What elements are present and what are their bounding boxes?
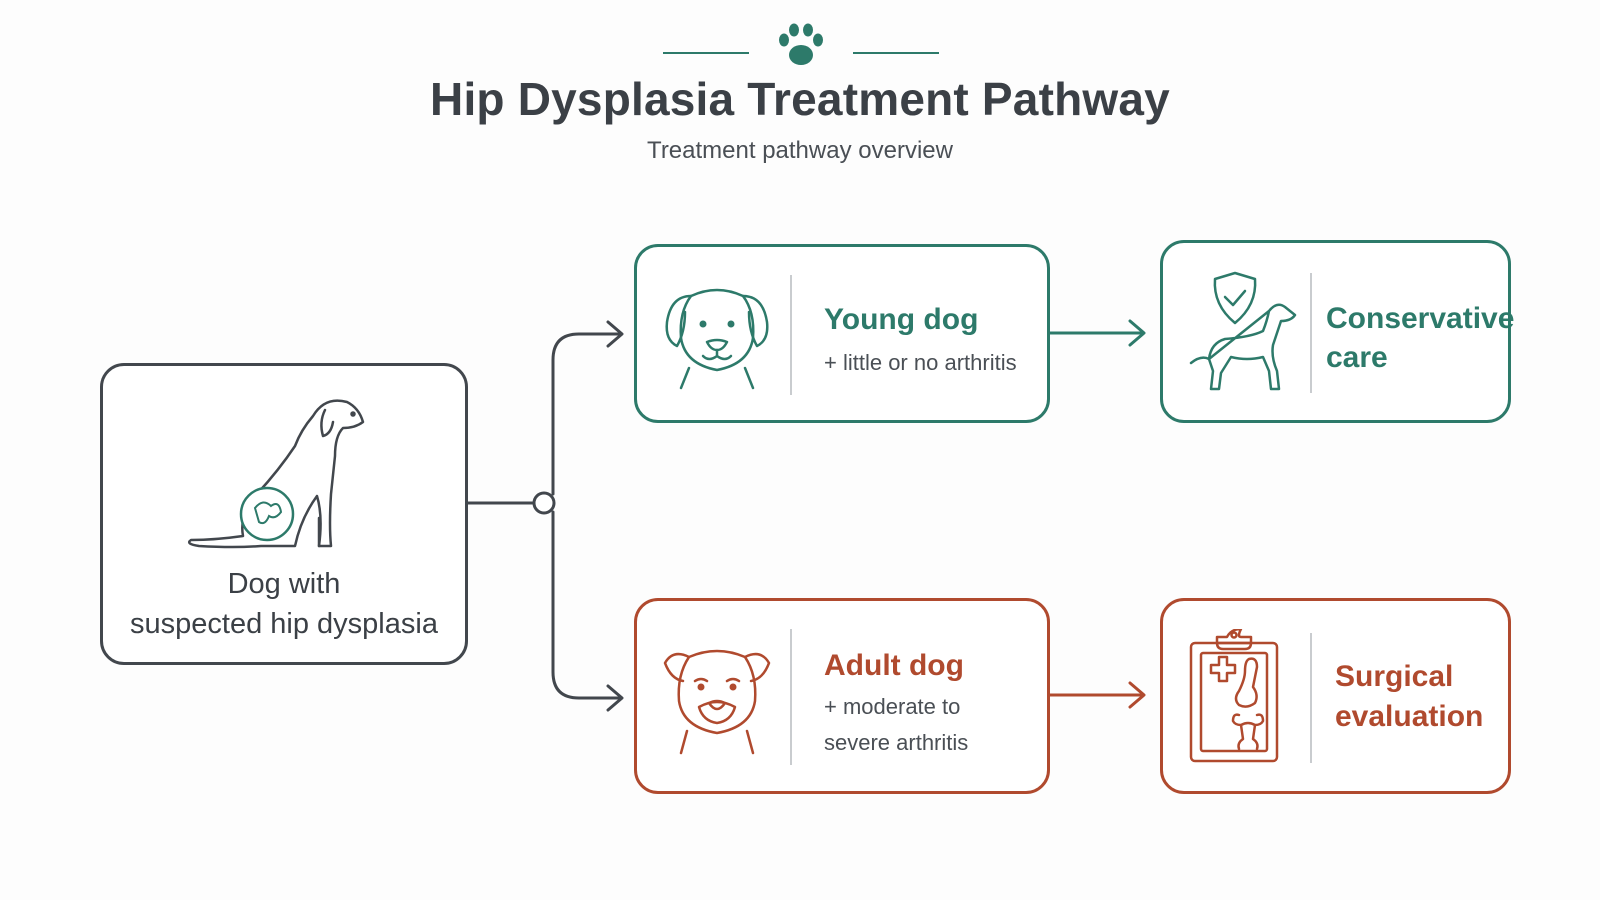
header: Hip Dysplasia Treatment Pathway Treatmen… — [0, 0, 1600, 180]
puppy-face-icon — [665, 288, 769, 390]
node-adult-dog: Adult dog + moderate to severe arthritis — [634, 598, 1050, 794]
adult-dog-subtitle-line2: severe arthritis — [824, 730, 969, 755]
arrowhead-to-conservative — [1128, 319, 1146, 347]
decorative-line-right — [853, 52, 939, 54]
decorative-line-left — [663, 52, 749, 54]
node-conservative-care: Conservative care — [1160, 240, 1514, 423]
paw-icon — [779, 23, 823, 65]
page-subtitle: Treatment pathway overview — [647, 137, 953, 164]
connector-branch-to-young — [551, 332, 622, 496]
surgical-evaluation-title: Surgical evaluation — [1335, 657, 1483, 737]
start-label-line1: Dog with — [227, 568, 341, 600]
adult-dog-title: Adult dog — [824, 649, 964, 682]
shield-dog-icon — [1189, 271, 1297, 391]
surgical-title-line2: evaluation — [1335, 700, 1484, 733]
arrowhead-to-adult — [606, 684, 624, 712]
node-young-dog: Young dog + little or no arthritis — [634, 244, 1050, 423]
surgical-title-line1: Surgical — [1335, 660, 1454, 693]
page-title: Hip Dysplasia Treatment Pathway — [430, 73, 1170, 125]
start-label-line2: suspected hip dysplasia — [130, 608, 438, 640]
divider — [1310, 273, 1312, 393]
conservative-title-line2: care — [1326, 341, 1388, 374]
conservative-title-line1: Conservative — [1326, 302, 1515, 335]
adult-dog-face-icon — [663, 649, 771, 755]
branch-node — [532, 491, 556, 515]
sitting-dog-icon — [188, 399, 365, 549]
connector-branch-to-adult — [551, 510, 622, 700]
node-surgical-evaluation: Surgical evaluation — [1160, 598, 1511, 794]
clipboard-joint-icon — [1189, 629, 1279, 763]
conservative-care-title: Conservative care — [1326, 299, 1514, 377]
adult-dog-subtitle-line1: + moderate to — [824, 694, 961, 719]
start-label: Dog with suspected hip dysplasia — [103, 564, 465, 644]
divider — [790, 629, 792, 765]
arrowhead-to-young — [606, 320, 624, 348]
arrowhead-to-surgical — [1128, 681, 1146, 709]
node-start: Dog with suspected hip dysplasia — [100, 363, 468, 665]
divider — [790, 275, 792, 395]
young-dog-title: Young dog — [824, 303, 979, 336]
divider — [1310, 633, 1312, 763]
adult-dog-subtitle: + moderate to severe arthritis — [824, 689, 968, 761]
young-dog-subtitle: + little or no arthritis — [824, 350, 1017, 375]
